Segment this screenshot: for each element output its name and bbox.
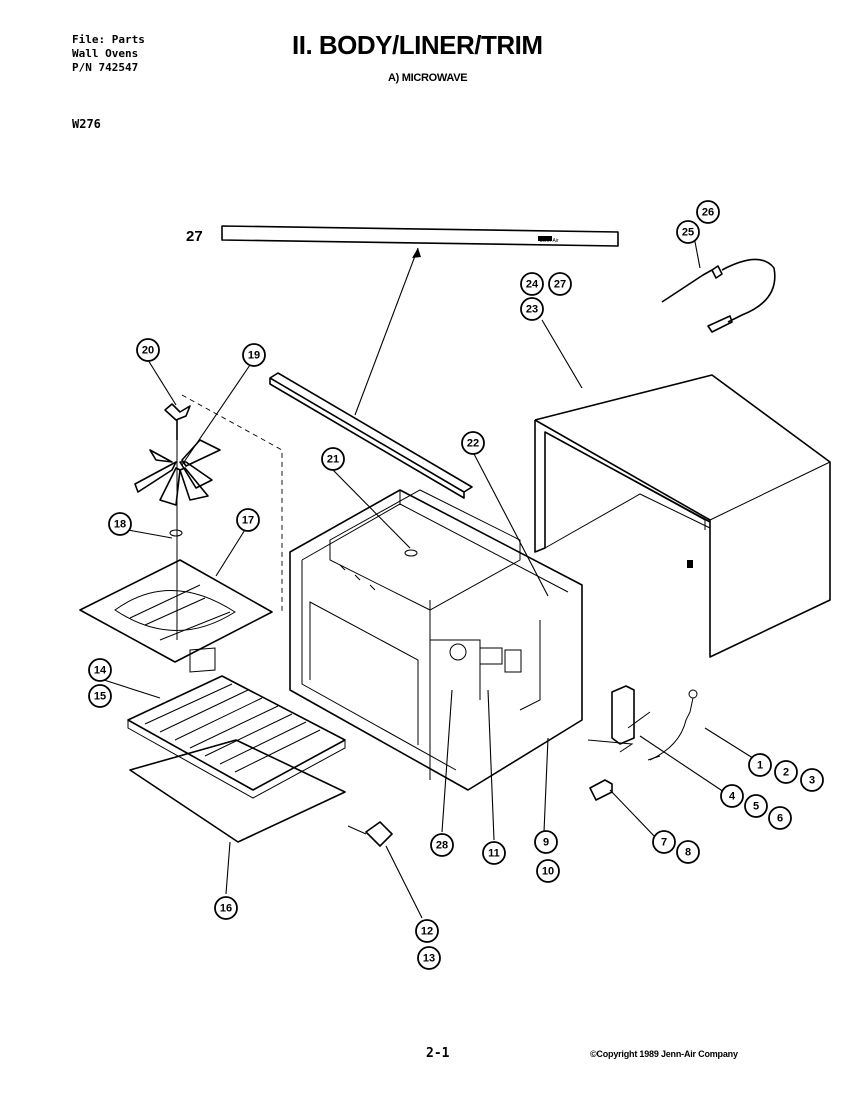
svg-text:14: 14: [94, 665, 107, 677]
callout-2: 2: [774, 760, 798, 784]
leader-lines: [103, 225, 757, 919]
copyright-notice: ©Copyright 1989 Jenn-Air Company: [590, 1049, 738, 1059]
file-line: File: Parts: [72, 33, 145, 46]
callout-4: 4: [720, 784, 744, 808]
callout-23: 23: [520, 297, 544, 321]
lamp-socket: [347, 821, 393, 847]
page-title: II. BODY/LINER/TRIM: [292, 30, 543, 60]
callout-8: 8: [676, 840, 700, 864]
callout-3: 3: [800, 768, 824, 792]
trim-label: 27: [186, 228, 203, 245]
callout-7: 7: [652, 830, 676, 854]
callout-10: 10: [536, 859, 560, 883]
svg-text:5: 5: [753, 801, 759, 813]
svg-text:1: 1: [757, 760, 763, 772]
switch-bracket: [589, 779, 613, 801]
callout-6: 6: [768, 806, 792, 830]
category-line: Wall Ovens: [72, 47, 139, 60]
svg-text:25: 25: [682, 227, 694, 239]
svg-text:7: 7: [661, 837, 667, 849]
svg-text:17: 17: [242, 515, 254, 527]
svg-text:6: 6: [777, 813, 783, 825]
glass-tray: [129, 739, 346, 843]
svg-text:11: 11: [488, 848, 500, 860]
callout-28: 28: [430, 833, 454, 857]
microwave-liner: [289, 489, 583, 791]
page-number: 2-1: [426, 1046, 450, 1061]
page-subtitle: A) MICROWAVE: [388, 72, 468, 84]
svg-text:8: 8: [685, 847, 691, 859]
callout-22: 22: [461, 431, 485, 455]
svg-text:12: 12: [421, 926, 433, 938]
trim-badge-icon: [538, 236, 552, 241]
callout-13: 13: [417, 946, 441, 970]
callout-27-cabinet: 27: [548, 272, 572, 296]
file-header: File: Parts Wall Ovens P/N 742547: [72, 33, 145, 75]
svg-text:21: 21: [327, 454, 339, 466]
svg-text:4: 4: [729, 791, 736, 803]
svg-text:16: 16: [220, 903, 232, 915]
model-number: W276: [72, 117, 101, 131]
part-number-line: P/N 742547: [72, 61, 139, 74]
callout-25: 25: [676, 220, 700, 244]
outer-cabinet: [534, 374, 831, 658]
callout-12: 12: [415, 919, 439, 943]
fuse-lead: [647, 689, 698, 761]
svg-text:18: 18: [114, 519, 126, 531]
svg-text:3: 3: [809, 775, 815, 787]
callout-9: 9: [534, 830, 558, 854]
svg-text:28: 28: [436, 840, 448, 852]
trim-strip: 27 Jenn-Air: [186, 225, 619, 416]
callout-18: 18: [108, 512, 132, 536]
callout-15: 15: [88, 684, 112, 708]
callout-1: 1: [748, 753, 772, 777]
callout-16: 16: [214, 896, 238, 920]
svg-text:26: 26: [702, 207, 714, 219]
svg-text:24: 24: [526, 279, 539, 291]
callout-11: 11: [482, 841, 506, 865]
callout-24: 24: [520, 272, 544, 296]
callout-17: 17: [236, 508, 260, 532]
svg-text:22: 22: [467, 438, 479, 450]
oven-rack: [127, 675, 346, 799]
base-plate: [79, 559, 273, 673]
svg-text:15: 15: [94, 691, 106, 703]
trim-bar: [269, 372, 473, 499]
callout-20: 20: [136, 338, 160, 362]
callout-5: 5: [744, 794, 768, 818]
svg-text:9: 9: [543, 837, 549, 849]
callout-19: 19: [242, 343, 266, 367]
svg-text:23: 23: [526, 304, 538, 316]
svg-text:2: 2: [783, 767, 789, 779]
callout-26: 26: [696, 200, 720, 224]
thermal-probe: [661, 258, 776, 333]
svg-text:20: 20: [142, 345, 154, 357]
svg-text:19: 19: [248, 350, 260, 362]
capacitor: [587, 685, 651, 753]
svg-text:10: 10: [542, 866, 554, 878]
callout-group: 1234567891011121314151617181920212223242…: [88, 200, 824, 970]
stirrer-fan: [134, 394, 283, 640]
svg-text:27: 27: [554, 279, 566, 291]
svg-text:13: 13: [423, 953, 435, 965]
callout-21: 21: [321, 447, 345, 471]
callout-14: 14: [88, 658, 112, 682]
